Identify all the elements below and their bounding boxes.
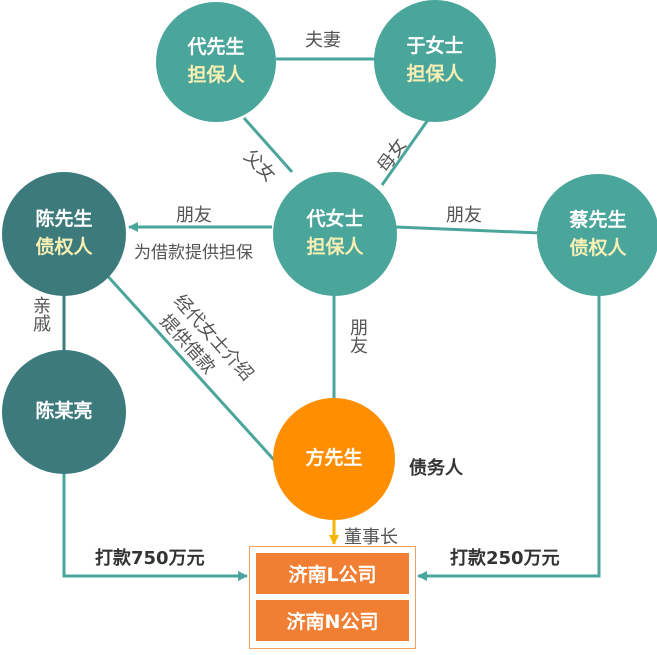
node-role: 担保人 bbox=[306, 236, 364, 258]
edge-intro-loan bbox=[102, 270, 277, 463]
node-name: 代女士 bbox=[306, 208, 364, 231]
label-pay-left: 打款750万元 bbox=[95, 548, 205, 569]
label-spouse: 夫妻 bbox=[305, 30, 341, 51]
node-name: 于女士 bbox=[406, 35, 464, 58]
label-friend-fang: 朋友 bbox=[347, 318, 368, 354]
node-dai-xiansheng: 代先生 担保人 bbox=[156, 2, 276, 122]
node-name: 蔡先生 bbox=[569, 209, 627, 232]
node-name: 陈先生 bbox=[35, 208, 93, 231]
node-yu-nvshi: 于女士 担保人 bbox=[374, 0, 496, 122]
company-group: 济南L公司 济南N公司 bbox=[249, 546, 416, 649]
company-n: 济南N公司 bbox=[256, 600, 409, 641]
node-name: 方先生 bbox=[305, 447, 363, 470]
label-friend-chen: 朋友 bbox=[176, 205, 212, 226]
edge-father-daughter bbox=[242, 117, 294, 173]
label-relative: 亲戚 bbox=[30, 296, 51, 332]
node-role: 担保人 bbox=[406, 63, 464, 85]
label-pay-right: 打款250万元 bbox=[450, 548, 560, 569]
node-role: 担保人 bbox=[187, 64, 245, 86]
node-dai-nvshi: 代女士 担保人 bbox=[273, 172, 397, 296]
node-name: 陈某亮 bbox=[35, 400, 93, 423]
node-role: 债权人 bbox=[569, 237, 627, 259]
node-name: 代先生 bbox=[187, 36, 245, 59]
label-guarantee: 为借款提供担保 bbox=[134, 243, 253, 263]
label-chairman: 董事长 bbox=[344, 527, 398, 548]
edge-pay-left bbox=[62, 469, 248, 581]
edge-mother-daughter bbox=[380, 116, 432, 186]
edge-friend-cai bbox=[395, 225, 541, 235]
company-l: 济南L公司 bbox=[256, 553, 409, 594]
node-cai-xiansheng: 蔡先生 债权人 bbox=[537, 174, 657, 296]
edge-pay-right bbox=[417, 290, 601, 581]
node-chen-xiansheng: 陈先生 债权人 bbox=[2, 172, 126, 296]
label-friend-cai: 朋友 bbox=[446, 205, 482, 226]
fang-role-label: 债务人 bbox=[409, 458, 463, 479]
node-role: 债权人 bbox=[35, 236, 93, 258]
node-fang-xiansheng: 方先生 bbox=[273, 398, 395, 520]
node-chen-mouliang: 陈某亮 bbox=[2, 350, 126, 474]
